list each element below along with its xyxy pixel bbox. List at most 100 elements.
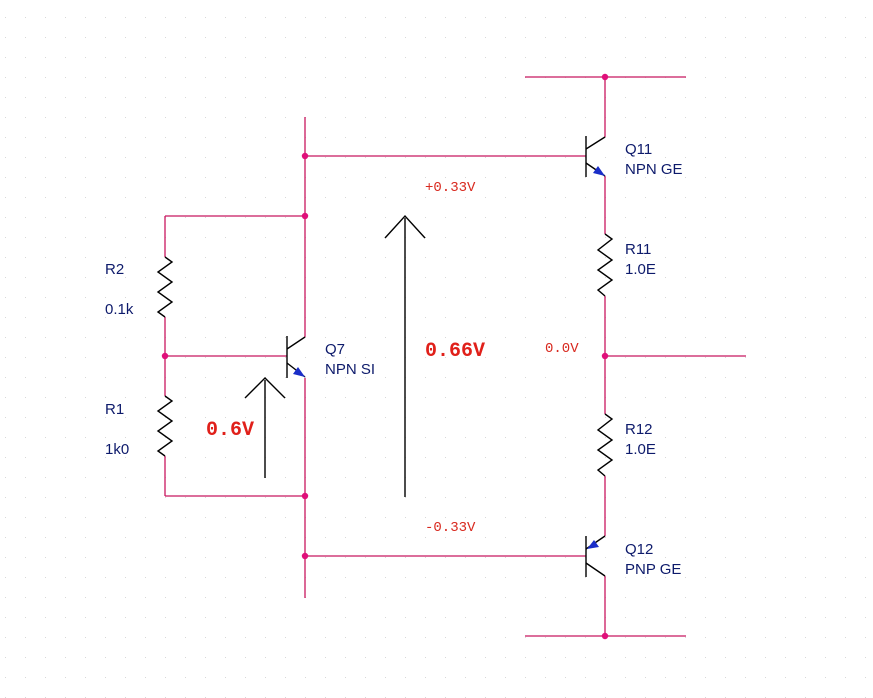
grid-dot xyxy=(745,57,746,58)
grid-dot xyxy=(345,577,346,578)
grid-dot xyxy=(85,437,86,438)
grid-dot xyxy=(505,437,506,438)
grid-dot xyxy=(725,417,726,418)
grid-dot xyxy=(265,337,266,338)
grid-dot xyxy=(625,57,626,58)
grid-dot xyxy=(45,317,46,318)
grid-dot xyxy=(105,497,106,498)
grid-dot xyxy=(205,537,206,538)
grid-dot xyxy=(525,557,526,558)
grid-dot xyxy=(505,137,506,138)
grid-dot xyxy=(525,437,526,438)
grid-dot xyxy=(425,677,426,678)
grid-dot xyxy=(585,377,586,378)
grid-dot xyxy=(685,377,686,378)
grid-dot xyxy=(845,637,846,638)
grid-dot xyxy=(765,217,766,218)
grid-dot xyxy=(365,197,366,198)
grid-dot xyxy=(625,577,626,578)
grid-dot xyxy=(645,197,646,198)
grid-dot xyxy=(625,277,626,278)
grid-dot xyxy=(25,37,26,38)
grid-dot xyxy=(445,77,446,78)
grid-dot xyxy=(705,137,706,138)
grid-dot xyxy=(285,577,286,578)
grid-dot xyxy=(525,17,526,18)
grid-dot xyxy=(485,477,486,478)
grid-dot xyxy=(705,437,706,438)
grid-dot xyxy=(445,417,446,418)
grid-dot xyxy=(245,497,246,498)
grid-dot xyxy=(785,457,786,458)
grid-dot xyxy=(365,457,366,458)
grid-dot xyxy=(85,337,86,338)
grid-dot xyxy=(385,297,386,298)
grid-dot xyxy=(145,117,146,118)
grid-dot xyxy=(525,297,526,298)
grid-dot xyxy=(205,277,206,278)
grid-dot xyxy=(5,277,6,278)
grid-dot xyxy=(225,657,226,658)
grid-dot xyxy=(385,437,386,438)
grid-dot xyxy=(85,477,86,478)
grid-dot xyxy=(505,537,506,538)
grid-dot xyxy=(805,317,806,318)
grid-dot xyxy=(445,97,446,98)
grid-dot xyxy=(145,517,146,518)
grid-dot xyxy=(765,517,766,518)
grid-dot xyxy=(525,257,526,258)
grid-dot xyxy=(325,617,326,618)
bias-arrow-icon xyxy=(384,214,426,497)
grid-dot xyxy=(45,17,46,18)
grid-dot xyxy=(345,177,346,178)
grid-dot xyxy=(585,57,586,58)
grid-dot xyxy=(285,177,286,178)
grid-dot xyxy=(85,317,86,318)
grid-dot xyxy=(665,177,666,178)
grid-dot xyxy=(645,557,646,558)
grid-dot xyxy=(5,677,6,678)
grid-dot xyxy=(585,277,586,278)
grid-dot xyxy=(785,237,786,238)
grid-dot xyxy=(185,97,186,98)
grid-dot xyxy=(705,457,706,458)
grid-dot xyxy=(745,557,746,558)
grid-dot xyxy=(445,597,446,598)
r1-ref: R1 xyxy=(105,401,124,418)
grid-dot xyxy=(465,377,466,378)
grid-dot xyxy=(325,497,326,498)
grid-dot xyxy=(745,657,746,658)
grid-dot xyxy=(325,397,326,398)
grid-dot xyxy=(305,617,306,618)
grid-dot xyxy=(845,97,846,98)
q7-emitter-arrow-icon xyxy=(293,367,305,377)
grid-dot xyxy=(265,577,266,578)
grid-dot xyxy=(325,177,326,178)
grid-dot xyxy=(865,257,866,258)
grid-dot xyxy=(185,177,186,178)
grid-dot xyxy=(45,237,46,238)
grid-dot xyxy=(85,177,86,178)
grid-dot xyxy=(865,197,866,198)
grid-dot xyxy=(125,137,126,138)
grid-dot xyxy=(845,357,846,358)
grid-dot xyxy=(345,337,346,338)
grid-dot xyxy=(285,397,286,398)
grid-dot xyxy=(825,217,826,218)
grid-dot xyxy=(645,617,646,618)
grid-dot xyxy=(5,57,6,58)
grid-dot xyxy=(505,297,506,298)
grid-dot xyxy=(445,257,446,258)
grid-dot xyxy=(285,557,286,558)
grid-dot xyxy=(525,337,526,338)
grid-dot xyxy=(445,517,446,518)
grid-dot xyxy=(805,197,806,198)
grid-dot xyxy=(65,217,66,218)
grid-dot xyxy=(545,377,546,378)
grid-dot xyxy=(785,257,786,258)
grid-dot xyxy=(45,397,46,398)
grid-dot xyxy=(5,397,6,398)
grid-dot xyxy=(125,157,126,158)
grid-dot xyxy=(225,257,226,258)
grid-dot xyxy=(465,497,466,498)
